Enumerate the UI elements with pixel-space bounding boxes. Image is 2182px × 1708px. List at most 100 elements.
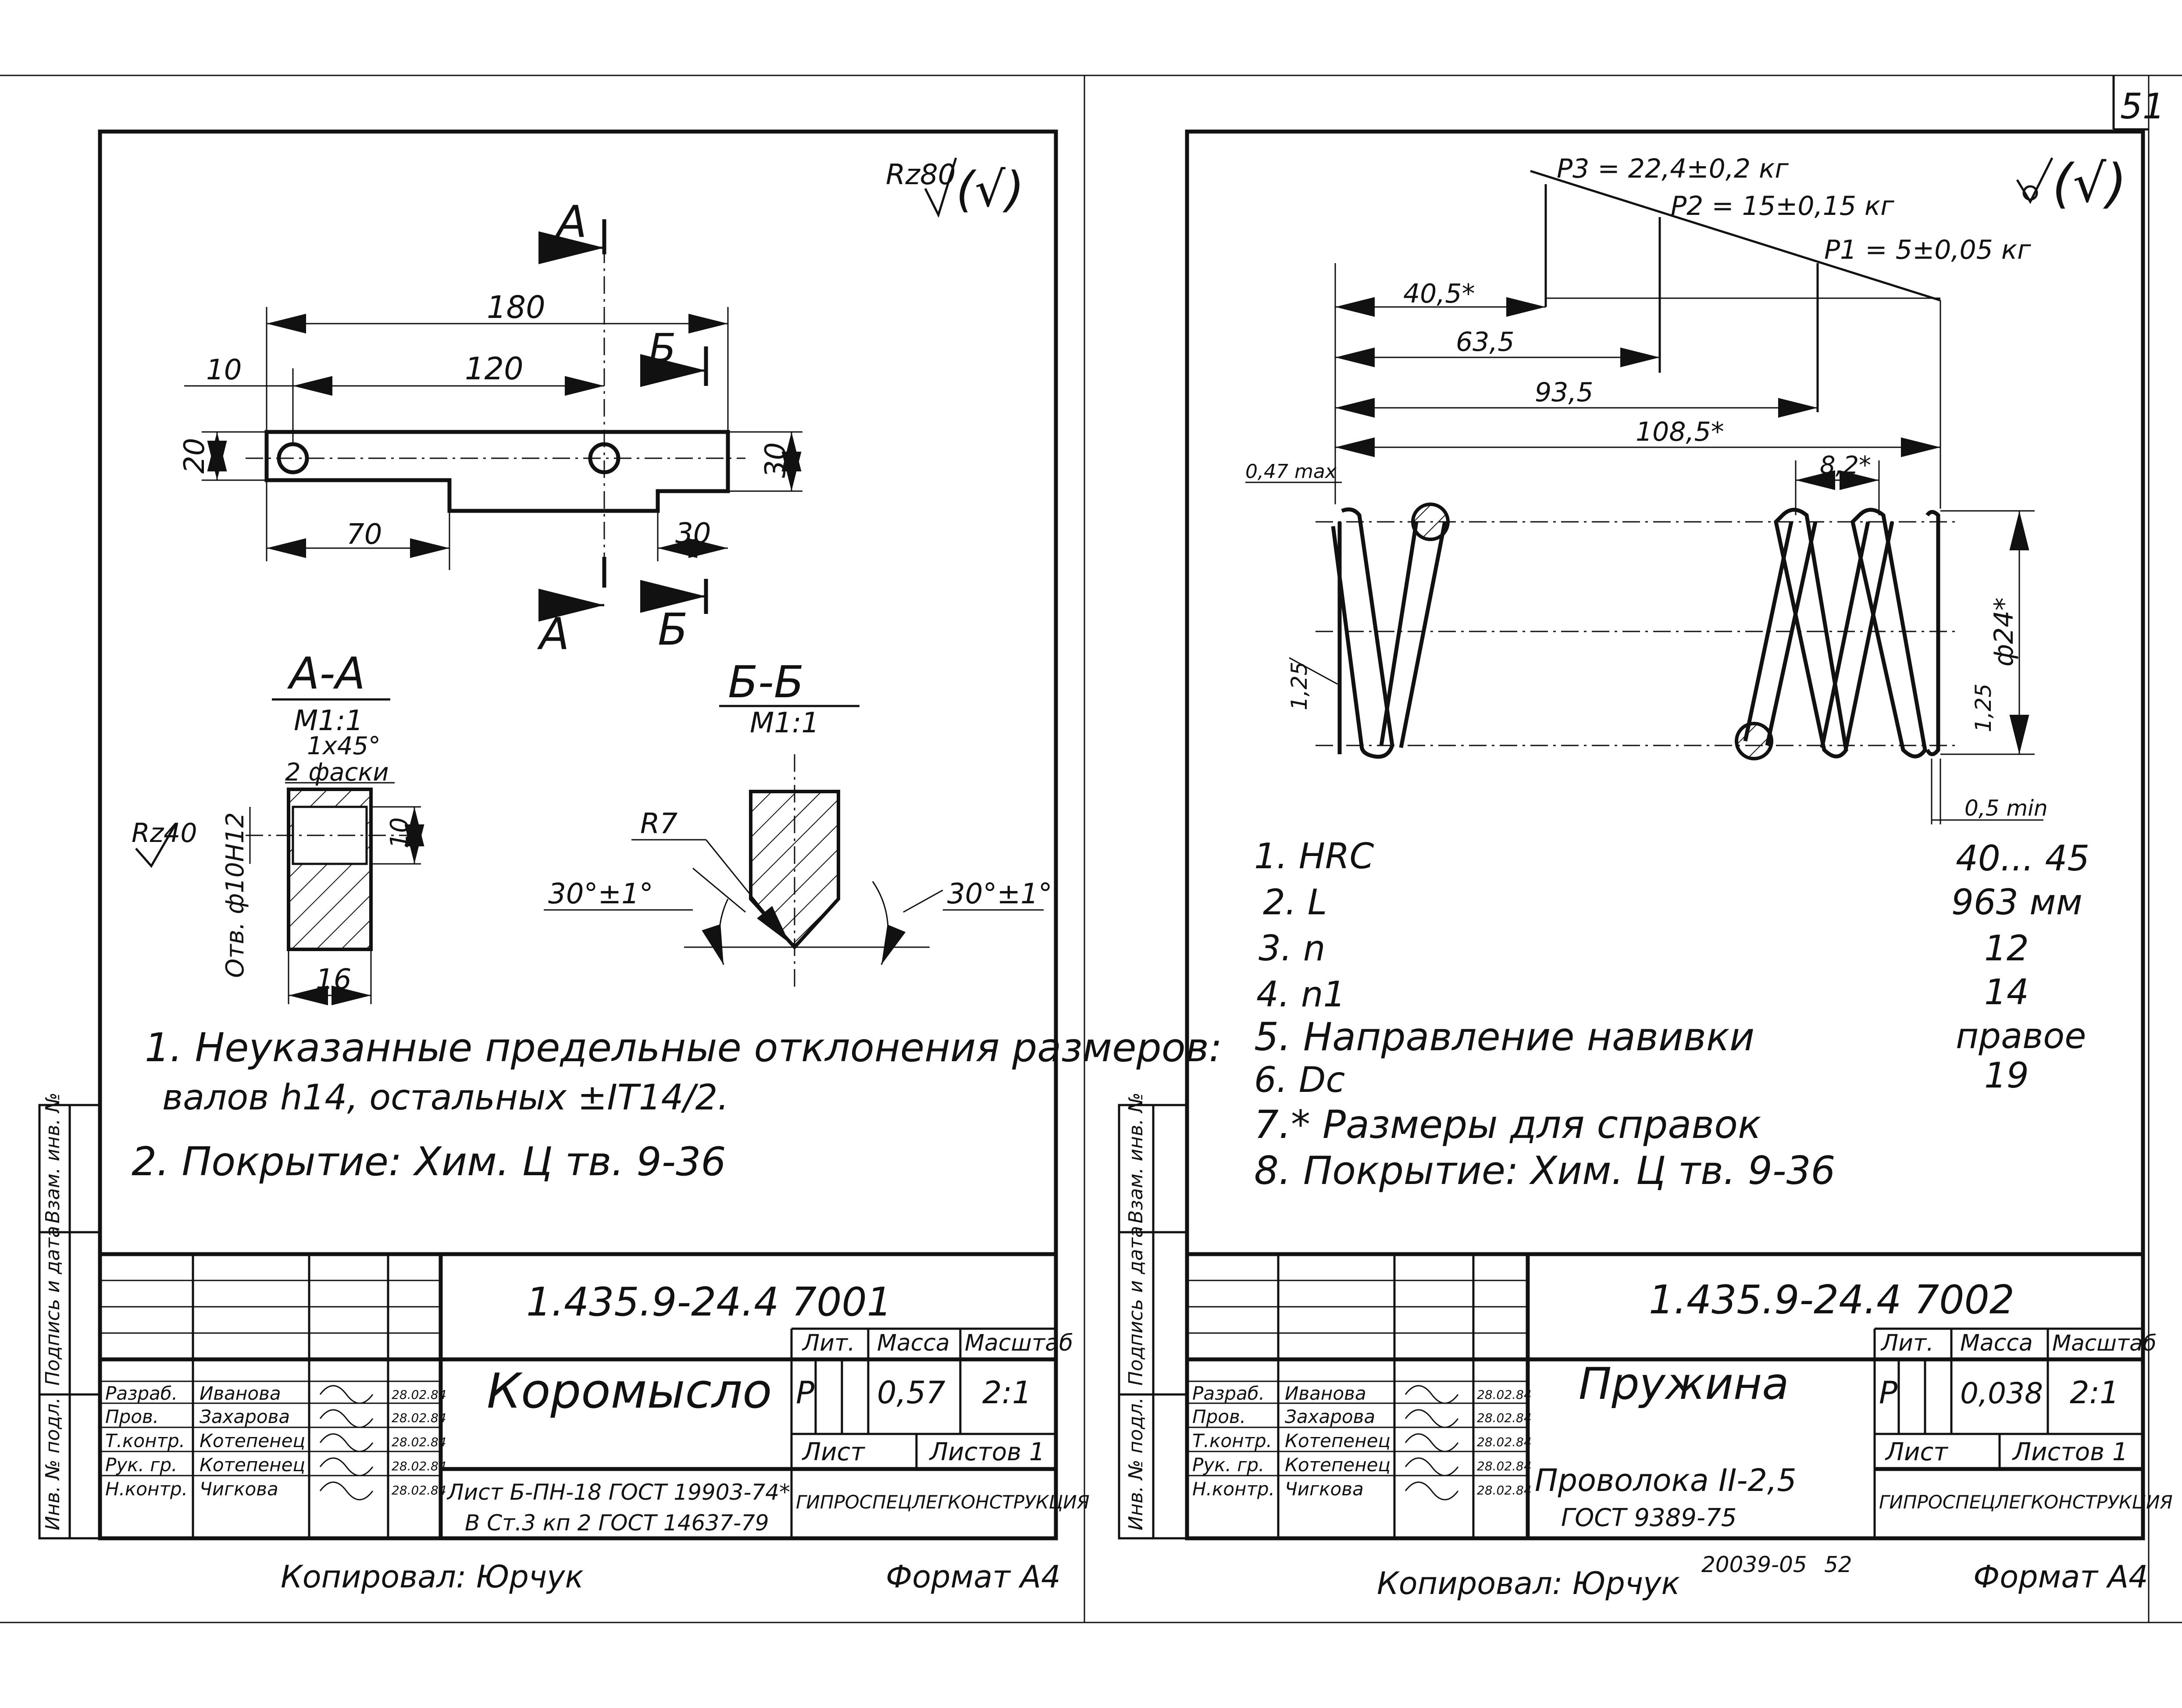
- force-line: [1530, 170, 1941, 302]
- section-aa-dim-10: 10: [385, 817, 414, 849]
- right-part-name: Пружина: [1579, 1358, 1789, 1409]
- left-title-block: 1.435.9-24.4 7001 Коромысло Лит. Масса М…: [100, 1252, 1090, 1538]
- svg-text:Чигкова: Чигкова: [1285, 1478, 1364, 1500]
- right-frame: [1185, 129, 2145, 1540]
- spec-label-2: 2. L: [1263, 882, 1327, 923]
- svg-text:28.02.84: 28.02.84: [1477, 1483, 1532, 1498]
- dim-10: 10: [206, 354, 242, 386]
- wire-section-top: [1411, 503, 1450, 541]
- signature-1: [319, 1385, 374, 1404]
- left-format: Формат А4: [886, 1559, 1061, 1595]
- spec-label-4: 4. n1: [1256, 974, 1345, 1015]
- svg-text:28.02.84: 28.02.84: [392, 1387, 446, 1402]
- section-bb-angle-right: 30°±1°: [947, 878, 1052, 910]
- spec-value-4: 14: [1984, 972, 2029, 1013]
- svg-text:Пров.: Пров.: [105, 1406, 159, 1427]
- svg-text:Рук. гр.: Рук. гр.: [105, 1454, 177, 1476]
- archive-stamp-page: 52: [1824, 1552, 1852, 1577]
- force-p1: P1 = 5±0,05 кг: [1824, 235, 2031, 265]
- page-number: 51: [2120, 86, 2165, 127]
- svg-text:Захарова: Захарова: [1285, 1406, 1375, 1427]
- svg-text:Масштаб: Масштаб: [2052, 1330, 2157, 1356]
- svg-text:Лит.: Лит.: [802, 1330, 855, 1356]
- dim-93-5: 93,5: [1535, 377, 1594, 408]
- hole-left: [277, 442, 309, 474]
- left-material-1: Лист Б-ПН-18 ГОСТ 19903-74*: [446, 1480, 790, 1505]
- svg-text:Иванова: Иванова: [1285, 1383, 1366, 1404]
- svg-text:Котепенец: Котепенец: [200, 1430, 305, 1451]
- right-signature-5: [1405, 1481, 1459, 1501]
- left-mass: 0,57: [877, 1375, 945, 1411]
- spec-value-5: правое: [1956, 1016, 2086, 1056]
- section-bb-angle-left: 30°±1°: [548, 878, 653, 910]
- wire-section-bottom: [1735, 722, 1773, 760]
- right-scale: 2:1: [2070, 1375, 2119, 1411]
- svg-text:28.02.84: 28.02.84: [1477, 1387, 1532, 1402]
- svg-text:Разраб.: Разраб.: [1192, 1383, 1265, 1404]
- left-material-2: В Ст.3 кп 2 ГОСТ 14637-79: [465, 1510, 769, 1536]
- svg-text:28.02.84: 28.02.84: [392, 1435, 446, 1449]
- signature-5: [319, 1481, 374, 1501]
- left-note-1b: валов h14, остальных ±IT14/2.: [162, 1077, 729, 1118]
- dim-8-2: 8,2*: [1820, 451, 1871, 480]
- dim-0-47-max: 0,47 max: [1245, 460, 1337, 483]
- left-scale: 2:1: [982, 1375, 1032, 1411]
- dim-1-25-right: 1,25: [1971, 684, 1996, 732]
- right-signature-2: [1405, 1409, 1459, 1428]
- left-frame: [98, 129, 1058, 1540]
- right-signature-1: [1405, 1385, 1459, 1404]
- svg-text:Т.контр.: Т.контр.: [105, 1430, 185, 1451]
- force-p3: P3 = 22,4±0,2 кг: [1557, 153, 1789, 184]
- right-signature-3: [1405, 1433, 1459, 1452]
- right-material-1: Проволока II-2,5: [1535, 1462, 1797, 1498]
- right-signature-4: [1405, 1457, 1459, 1476]
- side-label-replace: Взам. инв. №: [42, 1092, 64, 1223]
- right-side-label-replace: Взам. инв. №: [1125, 1092, 1147, 1223]
- svg-text:Т.контр.: Т.контр.: [1192, 1430, 1272, 1451]
- spec-label-1: 1. HRC: [1254, 836, 1374, 877]
- spec-value-1: 40... 45: [1956, 838, 2089, 879]
- left-note-1: 1. Неуказанные предельные отклонения раз…: [145, 1025, 1222, 1071]
- right-doc-code: 1.435.9-24.4 7002: [1649, 1277, 2014, 1323]
- roughness-check-icon: [924, 157, 957, 218]
- dim-30-vertical: 30: [759, 442, 792, 478]
- side-label-sign: Подпись и дата: [42, 1226, 64, 1386]
- right-title-block: 1.435.9-24.4 7002 Пружина Лит. Масса Мас…: [1187, 1252, 2173, 1538]
- dim-120: 120: [465, 351, 524, 387]
- cut-a-bottom: А: [537, 608, 569, 660]
- section-aa-chamfer-note: 2 фаски: [285, 758, 389, 787]
- spec-label-3: 3. n: [1259, 928, 1325, 969]
- svg-text:Р: Р: [796, 1375, 815, 1411]
- spec-label-6: 6. Dc: [1254, 1059, 1345, 1100]
- section-aa-roughness-icon: [135, 824, 177, 868]
- right-format: Формат А4: [1973, 1559, 2148, 1595]
- left-doc-code: 1.435.9-24.4 7001: [526, 1279, 892, 1325]
- dim-1-25-left: 1,25: [1287, 662, 1312, 710]
- section-aa-chamfer: 1х45°: [307, 732, 381, 760]
- right-mass: 0,038: [1960, 1376, 2043, 1410]
- svg-text:Разраб.: Разраб.: [105, 1383, 178, 1404]
- right-roughness-symbol: (√): [2052, 153, 2127, 214]
- svg-text:Р: Р: [1879, 1375, 1898, 1411]
- section-aa-dim-16: 16: [316, 963, 351, 996]
- section-bb-title: Б-Б: [728, 656, 804, 708]
- spec-label-5: 5. Направление навивки: [1254, 1014, 1754, 1059]
- svg-text:Котепенец: Котепенец: [1285, 1454, 1390, 1476]
- section-aa-scale: М1:1: [294, 705, 363, 737]
- dim-108-5: 108,5*: [1636, 417, 1724, 447]
- svg-text:28.02.84: 28.02.84: [392, 1411, 446, 1425]
- rocker-body: [264, 430, 730, 513]
- svg-text:28.02.84: 28.02.84: [392, 1459, 446, 1473]
- section-aa-title: А-А: [287, 648, 365, 699]
- force-p2: P2 = 15±0,15 кг: [1671, 191, 1894, 221]
- left-org: ГИПРОСПЕЦЛЕГКОНСТРУКЦИЯ: [796, 1491, 1090, 1513]
- right-note-8: 8. Покрытие: Хим. Ц тв. 9-36: [1254, 1148, 1836, 1193]
- right-side-label-inv: Инв. № подл.: [1125, 1397, 1147, 1530]
- svg-text:Лит.: Лит.: [1880, 1330, 1934, 1356]
- svg-text:28.02.84: 28.02.84: [392, 1483, 446, 1498]
- svg-text:28.02.84: 28.02.84: [1477, 1411, 1532, 1425]
- spring-view: [1316, 503, 1960, 760]
- svg-text:Рук. гр.: Рук. гр.: [1192, 1454, 1264, 1476]
- signature-3: [319, 1433, 374, 1452]
